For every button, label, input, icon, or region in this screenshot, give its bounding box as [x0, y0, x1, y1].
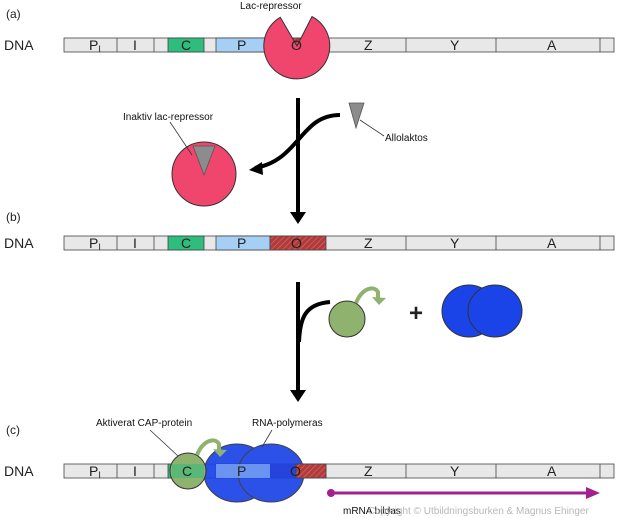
segment-y: Y — [450, 235, 460, 251]
segment-i: I — [133, 463, 137, 479]
mrna-arrowhead — [586, 487, 600, 499]
dna-backbone — [63, 235, 615, 251]
segment-p: P — [237, 37, 246, 53]
segment-o: O — [290, 463, 301, 479]
segment-c: C — [181, 37, 191, 53]
arrowhead-left — [249, 162, 263, 175]
rna-polymerase-label: RNA-polymeras — [252, 418, 323, 429]
operator-segment — [269, 235, 327, 251]
panel-c-label: (c) — [6, 423, 20, 437]
lac-repressor-label: Lac-repressor — [240, 1, 302, 12]
segment-z: Z — [364, 235, 373, 251]
segment-i: I — [133, 235, 137, 251]
camp-molecule — [354, 286, 380, 304]
segment-a: A — [547, 463, 557, 479]
promoter-overlay — [216, 464, 270, 478]
panel-a-label: (a) — [6, 7, 21, 21]
segment-o: O — [291, 235, 302, 251]
merge-branch — [297, 300, 331, 343]
segment-y: Y — [450, 37, 460, 53]
camp-tip — [213, 449, 227, 457]
arrowhead-down-b — [290, 390, 306, 402]
mrna-start — [327, 489, 335, 497]
segment-i: I — [133, 37, 137, 53]
bound-allolactose — [192, 145, 216, 177]
lac-repressor — [263, 15, 331, 80]
rna-polymerase-subunit — [467, 284, 523, 338]
segment-a: A — [547, 235, 557, 251]
dna-strand-a: PI I C P Z Y A — [63, 37, 615, 54]
segment-z: Z — [364, 463, 373, 479]
inactive-repressor-label: Inaktiv lac-repressor — [123, 112, 214, 123]
panel-b-label: (b) — [6, 210, 21, 224]
segment-a: A — [547, 37, 557, 53]
mrna-label: mRNA bildas — [343, 506, 401, 517]
cap-site-overlay — [172, 464, 204, 478]
segment-pi: PI — [89, 463, 101, 480]
inactive-repressor-pointer — [169, 121, 193, 156]
dna-backbone — [63, 37, 615, 53]
activated-cap-label: Aktiverat CAP-protein — [96, 418, 192, 429]
segment-c: C — [182, 463, 192, 479]
cap-label-pointer — [149, 429, 179, 457]
allolactose-pointer — [359, 119, 385, 137]
camp-molecule — [195, 438, 221, 456]
cap-site-segment — [167, 235, 205, 251]
arrowhead-down-a — [290, 212, 306, 224]
panel-b-dna-label: DNA — [4, 235, 34, 251]
segment-c: C — [181, 235, 191, 251]
segment-p: P — [237, 235, 246, 251]
copyright-text: Copyright © Utbildningsburken & Magnus E… — [368, 506, 589, 517]
segment-pi: PI — [89, 37, 101, 54]
allolactose-molecule — [348, 102, 365, 130]
panel-c-dna-label: DNA — [4, 463, 34, 479]
allolactose-label: Allolaktos — [385, 133, 428, 144]
operator-visible — [295, 463, 327, 479]
segment-o: O — [291, 37, 302, 53]
branch-arrow-repressor — [254, 113, 341, 170]
camp-tip — [372, 297, 386, 305]
dna-backbone — [63, 463, 615, 479]
segment-pi: PI — [89, 235, 101, 252]
segment-p: P — [237, 463, 246, 479]
polymerase-label-pointer — [261, 429, 273, 448]
cap-protein — [328, 300, 366, 338]
segment-z: Z — [364, 37, 373, 53]
segment-y: Y — [450, 463, 460, 479]
dna-strand-b: PI I C P O Z Y A — [63, 235, 615, 252]
panel-a-dna-label: DNA — [4, 37, 34, 53]
plus-sign: + — [409, 300, 423, 327]
dna-strand-c: PI I Z Y A — [63, 463, 615, 480]
cap-site-segment — [167, 37, 205, 53]
